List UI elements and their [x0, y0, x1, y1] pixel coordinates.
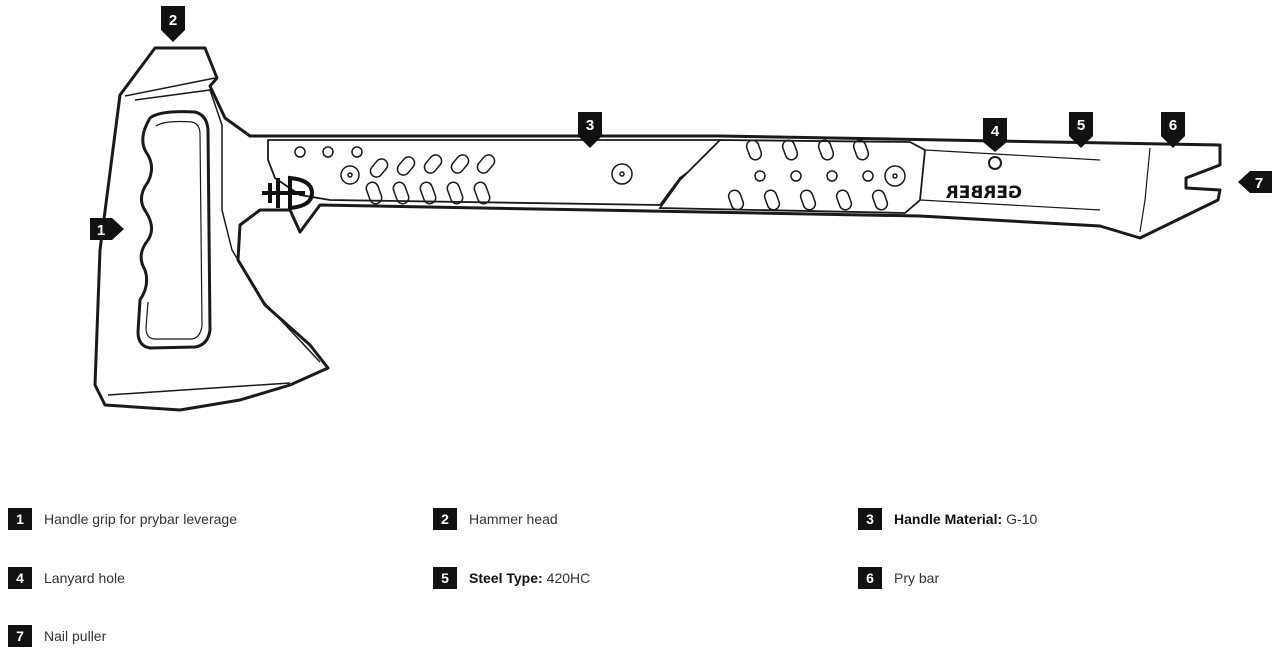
legend-text-1: Handle grip for prybar leverage — [44, 511, 237, 527]
legend-text-6: Pry bar — [894, 570, 940, 586]
legend-label-3: Handle Material: — [894, 511, 1003, 527]
callout-4: 4 — [983, 118, 1007, 152]
legend-badge-3: 3 — [858, 508, 882, 530]
legend-item-5: 5 Steel Type:420HC — [433, 566, 590, 590]
legend-badge-2: 2 — [433, 508, 457, 530]
scale-holes-rear — [727, 139, 906, 211]
brand-wordmark: GERBER — [946, 183, 1022, 203]
handle-scale-front — [267, 139, 722, 206]
callout-3: 3 — [578, 112, 602, 148]
callout-1-label: 1 — [97, 222, 105, 239]
grip-cutout-inner — [145, 120, 203, 340]
legend-item-1: 1 Handle grip for prybar leverage — [8, 507, 237, 531]
legend-item-4: 4 Lanyard hole — [8, 566, 125, 590]
legend-badge-5: 5 — [433, 567, 457, 589]
lanyard-hole — [988, 156, 1002, 170]
legend-item-2: 2 Hammer head — [433, 507, 558, 531]
legend-text-5: Steel Type:420HC — [469, 570, 590, 586]
gerber-logo-icon — [262, 175, 315, 211]
legend-value-5: 420HC — [546, 570, 591, 586]
hammer-head-detail — [124, 77, 216, 97]
callout-6-label: 6 — [1169, 117, 1177, 134]
blade-bevel — [107, 89, 321, 396]
callout-7: 7 — [1238, 171, 1272, 193]
legend-item-3: 3 Handle Material:G-10 — [858, 507, 1037, 531]
callout-5-label: 5 — [1077, 117, 1085, 134]
legend-item-6: 6 Pry bar — [858, 566, 939, 590]
grip-cutout — [136, 110, 212, 350]
callout-7-label: 7 — [1255, 175, 1263, 192]
pry-bar-bevel — [919, 147, 1151, 233]
callout-3-label: 3 — [586, 117, 594, 134]
axe-head-outline — [93, 46, 1222, 412]
legend-badge-7: 7 — [8, 625, 32, 647]
legend-text-2: Hammer head — [469, 511, 558, 527]
scale-holes-front — [294, 146, 633, 205]
legend-text-7: Nail puller — [44, 628, 107, 644]
axe-diagram: GERBER 1 2 3 4 5 6 7 — [90, 6, 1272, 412]
callout-4-label: 4 — [991, 123, 1000, 140]
legend-text-4: Lanyard hole — [44, 570, 125, 586]
legend-label-5: Steel Type: — [469, 570, 543, 586]
legend-badge-4: 4 — [8, 567, 32, 589]
legend-value-3: G-10 — [1006, 511, 1038, 527]
callout-5: 5 — [1069, 112, 1093, 148]
callout-1: 1 — [90, 218, 124, 240]
legend-text-3: Handle Material:G-10 — [894, 511, 1037, 527]
callout-2: 2 — [161, 6, 185, 42]
callout-2-label: 2 — [169, 12, 177, 29]
legend-item-7: 7 Nail puller — [8, 624, 106, 648]
callout-6: 6 — [1161, 112, 1185, 148]
legend-badge-6: 6 — [858, 567, 882, 589]
legend-badge-1: 1 — [8, 508, 32, 530]
